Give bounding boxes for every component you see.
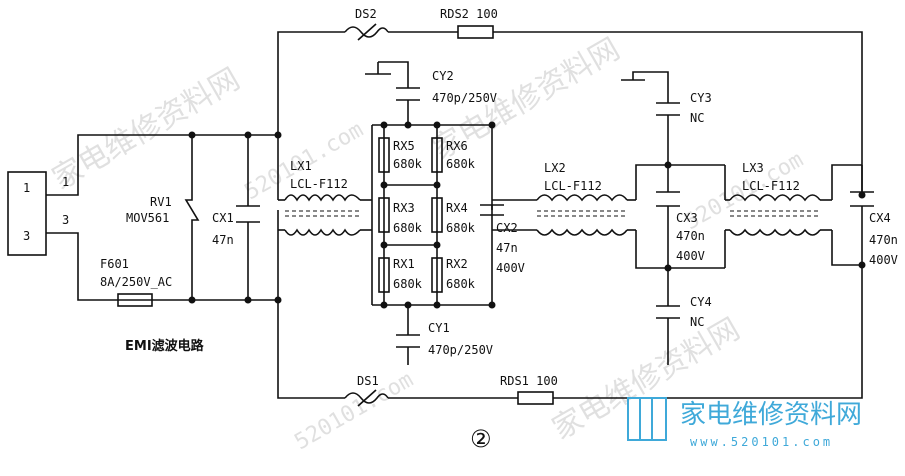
figure-number: ② <box>470 425 492 453</box>
rds1-label: RDS1 100 <box>500 374 558 388</box>
lx2-inductor: LX2 LCL-F112 <box>536 161 628 236</box>
rx5-resistor: RX5 680k <box>378 137 423 173</box>
cy4-capacitor: CY4 NC <box>656 295 712 329</box>
rx3-value: 680k <box>393 221 423 235</box>
ds2-label: DS2 <box>355 7 377 21</box>
cx4-label: CX4 <box>869 211 891 225</box>
watermark-text: 家电维修资料网 <box>47 62 246 197</box>
rx1-resistor: RX1 680k <box>378 257 423 293</box>
cy1-capacitor: CY1 470p/250V <box>396 321 493 357</box>
brand-url: www.520101.com <box>690 435 833 449</box>
ds1-label: DS1 <box>357 374 379 388</box>
cx3-label: CX3 <box>676 211 698 225</box>
cx3-capacitor: CX3 470n 400V <box>656 191 705 263</box>
lx3-value: LCL-F112 <box>742 179 800 193</box>
cy2-label: CY2 <box>432 69 454 83</box>
f601-value: 8A/250V_AC <box>100 275 172 289</box>
rx4-value: 680k <box>446 221 476 235</box>
rx6-resistor: RX6 680k <box>431 137 476 173</box>
cx1-capacitor: CX1 47n <box>212 205 260 247</box>
cy2-value: 470p/250V <box>432 91 497 105</box>
rx2-resistor: RX2 680k <box>431 257 476 293</box>
lx1-inductor: LX1 LCL-F112 <box>284 159 361 236</box>
rds2-label: RDS2 100 <box>440 7 498 21</box>
diagram-title: EMI滤波电路 <box>125 338 205 354</box>
rx6-value: 680k <box>446 157 476 171</box>
junctions <box>188 121 866 309</box>
cx2-label: CX2 <box>496 221 518 235</box>
rx2-value: 680k <box>446 277 476 291</box>
rv1-label: RV1 <box>150 195 172 209</box>
cy1-value: 470p/250V <box>428 343 493 357</box>
watermark-url: 520101.com <box>291 367 418 455</box>
brand-logo-icon <box>627 397 667 441</box>
rx5-value: 680k <box>393 157 423 171</box>
cy2-capacitor: CY2 470p/250V <box>396 69 497 105</box>
lx1-label: LX1 <box>290 159 312 173</box>
rv1-varistor: RV1 MOV561 <box>126 195 200 225</box>
cx4-capacitor: CX4 470n 400V <box>850 191 898 267</box>
connector-pin-3: 3 <box>23 229 30 243</box>
lx3-inductor: LX3 LCL-F112 <box>725 161 821 236</box>
cx2-value-1: 47n <box>496 241 518 255</box>
f601-label: F601 <box>100 257 129 271</box>
wire-label-3: 3 <box>62 213 69 227</box>
ds1-component: DS1 <box>344 374 389 407</box>
cx1-value: 47n <box>212 233 234 247</box>
brand-name: 家电维修资料网 <box>680 400 862 430</box>
rx4-label: RX4 <box>446 201 468 215</box>
rv1-value: MOV561 <box>126 211 169 225</box>
lx3-label: LX3 <box>742 161 764 175</box>
cy3-capacitor: CY3 NC <box>621 79 712 125</box>
rds1-resistor: RDS1 100 <box>500 374 558 405</box>
lx1-value: LCL-F112 <box>290 177 348 191</box>
cx3-value-2: 400V <box>676 249 705 263</box>
rx1-label: RX1 <box>393 257 415 271</box>
lx2-label: LX2 <box>544 161 566 175</box>
lx2-value: LCL-F112 <box>544 179 602 193</box>
cx1-label: CX1 <box>212 211 234 225</box>
cy4-value: NC <box>690 315 704 329</box>
cx4-value-1: 470n <box>869 233 898 247</box>
wiring <box>46 31 863 399</box>
rx3-label: RX3 <box>393 201 415 215</box>
rx1-value: 680k <box>393 277 423 291</box>
input-connector: 1 3 1 3 <box>7 171 69 256</box>
ds2-component: DS2 <box>344 7 389 41</box>
cy3-label: CY3 <box>690 91 712 105</box>
cy1-label: CY1 <box>428 321 450 335</box>
rx3-resistor: RX3 680k <box>378 197 423 235</box>
rx4-resistor: RX4 680k <box>431 197 476 235</box>
cx2-capacitor: CX2 47n 400V <box>480 204 525 275</box>
rx5-label: RX5 <box>393 139 415 153</box>
cy3-value: NC <box>690 111 704 125</box>
cx4-value-2: 400V <box>869 253 898 267</box>
connector-body <box>7 171 47 256</box>
cx2-value-2: 400V <box>496 261 525 275</box>
connector-pin-1: 1 <box>23 181 30 195</box>
wire-label-1: 1 <box>62 175 69 189</box>
rx6-label: RX6 <box>446 139 468 153</box>
f601-fuse: F601 8A/250V_AC <box>100 257 172 307</box>
rx2-label: RX2 <box>446 257 468 271</box>
rds2-resistor: RDS2 100 <box>440 7 498 39</box>
cy4-label: CY4 <box>690 295 712 309</box>
cx3-value-1: 470n <box>676 229 705 243</box>
brand-logo: 家电维修资料网 www.520101.com <box>627 397 862 449</box>
